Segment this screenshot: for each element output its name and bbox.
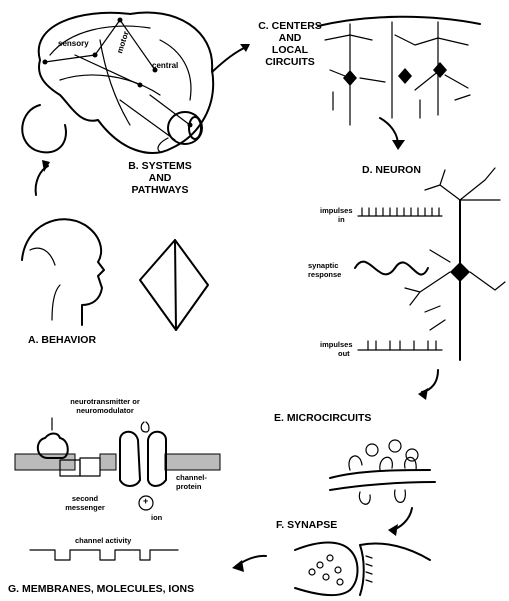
label-neurotransmitter: neurotransmitter or neuromodulator — [50, 397, 160, 415]
neuron-tree — [404, 167, 506, 361]
label-systems-pathways: B. SYSTEMS AND PATHWAYS — [110, 160, 210, 196]
label-centers-line3: LOCAL — [271, 44, 309, 56]
label-channel-line1: channel- — [176, 473, 207, 482]
label-channel-protein: channel- protein — [176, 473, 207, 491]
label-microcircuits: E. MICROCIRCUITS — [274, 412, 372, 424]
label-centers-line1: C. CENTERS — [258, 20, 322, 32]
label-ion: ion — [151, 513, 163, 522]
label-second-line1: second — [71, 494, 99, 503]
label-systems-line2: AND — [148, 172, 172, 184]
label-systems-line3: PATHWAYS — [131, 184, 189, 196]
transition-arrows — [34, 44, 439, 572]
channel-activity-trace — [29, 549, 179, 561]
label-systems-line1: B. SYSTEMS — [128, 160, 192, 172]
brain-outline — [37, 11, 215, 154]
label-neurotransmitter-line2: neuromodulator — [76, 405, 134, 415]
label-synaptic-response: synaptic response — [308, 261, 342, 279]
label-synaptic-line2: response — [308, 269, 342, 279]
label-centers-circuits: C. CENTERS AND LOCAL CIRCUITS — [245, 20, 335, 68]
eyeball — [157, 111, 203, 153]
membrane-bar — [14, 453, 221, 471]
label-impulses-in-line1: impulses — [320, 206, 353, 215]
head-profile — [21, 218, 105, 326]
label-sensory: sensory — [58, 39, 89, 48]
label-impulses-in-line2: in — [338, 214, 345, 224]
label-membranes-molecules-ions: G. MEMBRANES, MOLECULES, IONS — [8, 583, 195, 595]
label-centers-line2: AND — [278, 32, 302, 44]
folded-card — [139, 239, 209, 331]
label-behavior: A. BEHAVIOR — [28, 334, 97, 346]
label-impulses-out-line1: impulses — [320, 340, 353, 349]
receptor-protein — [36, 417, 69, 459]
label-central: central — [152, 61, 179, 70]
label-channel-activity: channel activity — [75, 536, 132, 545]
synapse-drawing — [294, 541, 431, 596]
impulses-in-trace — [357, 207, 443, 217]
channel-protein — [119, 421, 167, 487]
impulses-out-trace — [357, 340, 443, 351]
pathway-lines — [42, 17, 193, 141]
ion-circle — [138, 495, 154, 511]
label-second-messenger: second messenger — [52, 494, 118, 512]
label-second-line2: messenger — [65, 502, 105, 512]
label-synaptic-line1: synaptic — [308, 261, 339, 270]
label-impulses-out-line2: out — [338, 348, 350, 358]
label-impulses-in: impulses in — [320, 206, 353, 224]
label-impulses-out: impulses out — [320, 340, 353, 358]
ion-plus-sign: + — [143, 496, 149, 506]
label-channel-line2: protein — [176, 481, 202, 491]
head-silhouette-b — [21, 104, 67, 154]
cortex-columns — [317, 15, 481, 126]
label-neuron: D. NEURON — [362, 164, 421, 176]
label-neurotransmitter-line1: neurotransmitter or — [70, 397, 140, 406]
second-messenger-blocks — [59, 457, 101, 477]
label-centers-line4: CIRCUITS — [265, 56, 315, 68]
label-synapse: F. SYNAPSE — [276, 519, 338, 531]
microcircuit-drawing — [329, 439, 436, 505]
synaptic-response-trace — [354, 260, 429, 276]
